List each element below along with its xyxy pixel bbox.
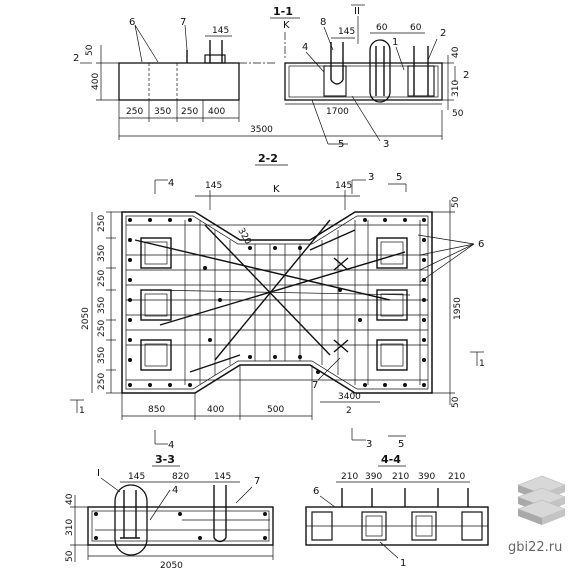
s33-bottom-2050: 2050 bbox=[160, 561, 183, 571]
section-3-3-title: 3-3 bbox=[155, 453, 175, 466]
section-4-4: 4-4 210 390 210 390 210 6 1 bbox=[305, 453, 489, 569]
callout-8: 8 bbox=[320, 17, 326, 28]
plan-145a: 145 bbox=[205, 181, 222, 191]
site-logo: gbi22.ru bbox=[508, 475, 566, 555]
s44-390b: 390 bbox=[418, 472, 435, 482]
s33-left-50: 50 bbox=[65, 550, 75, 562]
dim-right-310: 310 bbox=[451, 80, 461, 97]
plan-bottom-2: 2 bbox=[346, 406, 352, 416]
dim-left-50: 50 bbox=[85, 44, 95, 56]
s33-callout-4: 4 bbox=[172, 485, 178, 496]
dim-250: 250 bbox=[126, 107, 143, 117]
callout-1-top: 1 bbox=[392, 37, 398, 48]
s33-left-40: 40 bbox=[65, 493, 75, 505]
cut-3-top: 3 bbox=[368, 172, 374, 183]
cut-mark-2-left: 2 bbox=[73, 53, 79, 64]
plan-right-50b: 50 bbox=[451, 396, 461, 408]
dim-left-400: 400 bbox=[91, 73, 101, 90]
plan-bottom-3400: 3400 bbox=[338, 392, 361, 402]
plan-bottom-500: 500 bbox=[267, 405, 284, 415]
dim-145-section: 145 bbox=[338, 27, 355, 37]
section-roman-ii: II bbox=[354, 6, 360, 17]
s33-145a: 145 bbox=[128, 472, 145, 482]
plan-2-2: 2-2 4 3 5 145 K 145 320 bbox=[70, 152, 485, 451]
section-2-2-title: 2-2 bbox=[258, 152, 278, 165]
callout-3-top: 3 bbox=[383, 139, 389, 150]
plan-left-250b: 250 bbox=[97, 270, 107, 287]
plan-bottom-400: 400 bbox=[207, 405, 224, 415]
plan-145b: 145 bbox=[335, 181, 352, 191]
dim-right-40: 40 bbox=[451, 46, 461, 58]
plan-callout-6: 6 bbox=[478, 239, 484, 250]
plan-k: K bbox=[273, 184, 280, 195]
top-elevation: 6 7 145 50 400 2 250 350 250 400 3500 1-… bbox=[73, 4, 469, 150]
plan-left-250d: 250 bbox=[97, 373, 107, 390]
dim-right-50: 50 bbox=[452, 109, 464, 119]
s33-callout-7: 7 bbox=[254, 476, 260, 487]
plan-left-350b: 350 bbox=[97, 297, 107, 314]
plan-bottom-850: 850 bbox=[148, 405, 165, 415]
dim-400: 400 bbox=[208, 107, 225, 117]
rebar-dots bbox=[128, 218, 426, 387]
cut-4-top: 4 bbox=[168, 178, 174, 189]
dim-60a: 60 bbox=[376, 23, 388, 33]
callout-4-top: 4 bbox=[302, 42, 308, 53]
s44-210b: 210 bbox=[392, 472, 409, 482]
callout-6-top: 6 bbox=[129, 17, 135, 28]
plan-right-50a: 50 bbox=[451, 196, 461, 208]
s44-210c: 210 bbox=[448, 472, 465, 482]
section-4-4-title: 4-4 bbox=[381, 453, 401, 466]
callout-7-top: 7 bbox=[180, 17, 186, 28]
s33-callout-I: I bbox=[97, 468, 100, 479]
plan-left-250a: 250 bbox=[97, 215, 107, 232]
s33-145b: 145 bbox=[214, 472, 231, 482]
plan-left-350c: 350 bbox=[97, 347, 107, 364]
s44-210a: 210 bbox=[341, 472, 358, 482]
cut-3-bottom: 3 bbox=[366, 439, 372, 450]
s33-left-310: 310 bbox=[65, 519, 75, 536]
plan-right-1950: 1950 bbox=[453, 297, 463, 320]
callout-5-top: 5 bbox=[338, 139, 344, 150]
cut-5-bottom: 5 bbox=[398, 439, 404, 450]
dim-250b: 250 bbox=[181, 107, 198, 117]
callout-2-top: 2 bbox=[440, 28, 446, 39]
dim-1700: 1700 bbox=[326, 107, 349, 117]
cut-5-top: 5 bbox=[396, 172, 402, 183]
dim-350: 350 bbox=[154, 107, 171, 117]
s33-820: 820 bbox=[172, 472, 189, 482]
section-3-3: 3-3 145 820 145 I 4 7 40 310 50 bbox=[65, 453, 274, 571]
s44-390a: 390 bbox=[365, 472, 382, 482]
watermark-text: gbi22.ru bbox=[508, 540, 562, 555]
plan-left-2050: 2050 bbox=[81, 307, 91, 330]
cut-mark-2-right: 2 bbox=[463, 70, 469, 81]
plan-left-350a: 350 bbox=[97, 245, 107, 262]
plan-cut-1-left: 1 bbox=[79, 406, 85, 416]
section-1-1-title: 1-1 bbox=[273, 5, 293, 18]
plan-left-250c: 250 bbox=[97, 320, 107, 337]
dim-145-top: 145 bbox=[212, 26, 229, 36]
plan-callout-7: 7 bbox=[312, 380, 318, 391]
plan-cut-1-right: 1 bbox=[479, 359, 485, 369]
dim-3500: 3500 bbox=[250, 125, 273, 135]
s44-callout-1: 1 bbox=[400, 558, 406, 569]
s44-callout-6: 6 bbox=[313, 486, 319, 497]
dim-60b: 60 bbox=[410, 23, 422, 33]
section-1-1-k: K bbox=[283, 20, 290, 31]
cut-4-bottom: 4 bbox=[168, 440, 174, 451]
